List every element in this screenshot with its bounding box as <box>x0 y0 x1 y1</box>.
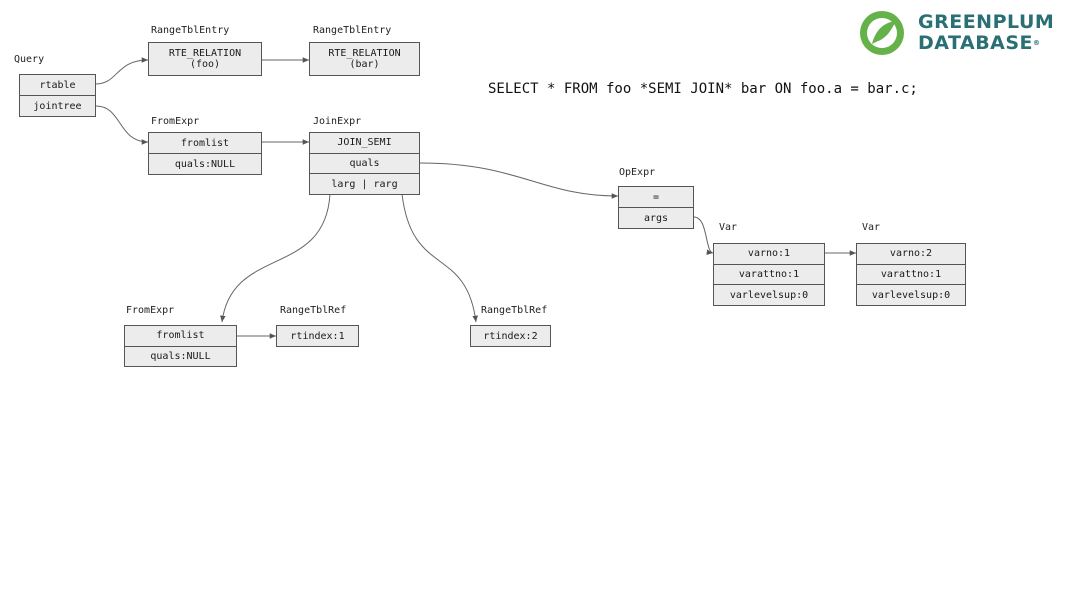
fromexpr-top-title: FromExpr <box>151 116 200 127</box>
joinexpr-node: JOIN_SEMI quals larg | rarg <box>309 132 420 195</box>
query-jointree: jointree <box>20 95 95 116</box>
var1-title: Var <box>719 222 738 233</box>
fromexpr-bottom-fromlist: fromlist <box>156 330 205 342</box>
arrow-quals-to-opexpr <box>419 162 619 199</box>
rte-foo-title: RangeTblEntry <box>151 25 230 36</box>
rte-foo-relation: RTE_RELATION (foo) <box>168 48 242 70</box>
greenplum-logo: GREENPLUM DATABASE® <box>858 8 1058 60</box>
joinexpr-jointype: JOIN_SEMI <box>337 137 392 149</box>
arrow-rarg-to-rtref2 <box>401 193 478 323</box>
fromexpr-top-quals: quals:NULL <box>149 153 261 174</box>
var1-varno: varno:1 <box>747 248 791 260</box>
query-title: Query <box>14 54 45 65</box>
query-rtable: rtable <box>39 79 76 91</box>
var1-varattno: varattno:1 <box>714 263 824 285</box>
rte-bar-relation: RTE_RELATION (bar) <box>328 48 401 70</box>
var2-varattno: varattno:1 <box>857 263 965 285</box>
var1-node: varno:1 varattno:1 varlevelsup:0 <box>713 243 825 306</box>
joinexpr-title: JoinExpr <box>313 116 362 127</box>
arrow-rtable-to-rte-foo <box>95 57 149 85</box>
fromexpr-top-node: fromlist quals:NULL <box>148 132 262 175</box>
fromexpr-bottom-quals: quals:NULL <box>125 345 236 367</box>
logo-registered-mark: ® <box>1033 39 1041 47</box>
sql-statement: SELECT * FROM foo *SEMI JOIN* bar ON foo… <box>488 81 918 97</box>
arrow-larg-to-fromexpr-bottom <box>220 193 331 323</box>
logo-line1: GREENPLUM <box>918 11 1055 33</box>
query-node: rtable jointree <box>19 74 96 117</box>
joinexpr-larg-rarg: larg | rarg <box>310 173 419 194</box>
rtref2-rtindex: rtindex:2 <box>483 330 538 342</box>
joinexpr-quals: quals <box>310 152 419 174</box>
arrow-args-to-var1 <box>693 216 714 255</box>
rtref2-node: rtindex:2 <box>470 325 551 347</box>
var2-title: Var <box>862 222 881 233</box>
rtref1-node: rtindex:1 <box>276 325 359 347</box>
var2-varno: varno:2 <box>889 248 933 260</box>
arrow-jointree-to-fromexpr <box>95 105 149 145</box>
rtref1-rtindex: rtindex:1 <box>290 330 345 342</box>
fromexpr-bottom-title: FromExpr <box>126 305 175 316</box>
fromexpr-top-fromlist: fromlist <box>180 137 230 149</box>
var2-node: varno:2 varattno:1 varlevelsup:0 <box>856 243 966 306</box>
var2-varlevelsup: varlevelsup:0 <box>857 284 965 305</box>
rtref1-title: RangeTblRef <box>280 305 347 316</box>
rtref2-title: RangeTblRef <box>481 305 548 316</box>
logo-wordmark: GREENPLUM DATABASE® <box>918 12 1054 54</box>
greenplum-mark-icon <box>860 11 904 55</box>
opexpr-operator: = <box>652 191 660 203</box>
var1-varlevelsup: varlevelsup:0 <box>714 284 824 305</box>
rte-bar-title: RangeTblEntry <box>313 25 392 36</box>
fromexpr-bottom-node: fromlist quals:NULL <box>124 325 237 367</box>
opexpr-args: args <box>619 207 693 228</box>
logo-line2: DATABASE <box>918 32 1034 54</box>
rte-foo-node: RTE_RELATION (foo) <box>148 42 262 76</box>
rte-bar-node: RTE_RELATION (bar) <box>309 42 420 76</box>
opexpr-title: OpExpr <box>619 167 656 178</box>
opexpr-node: = args <box>618 186 694 229</box>
